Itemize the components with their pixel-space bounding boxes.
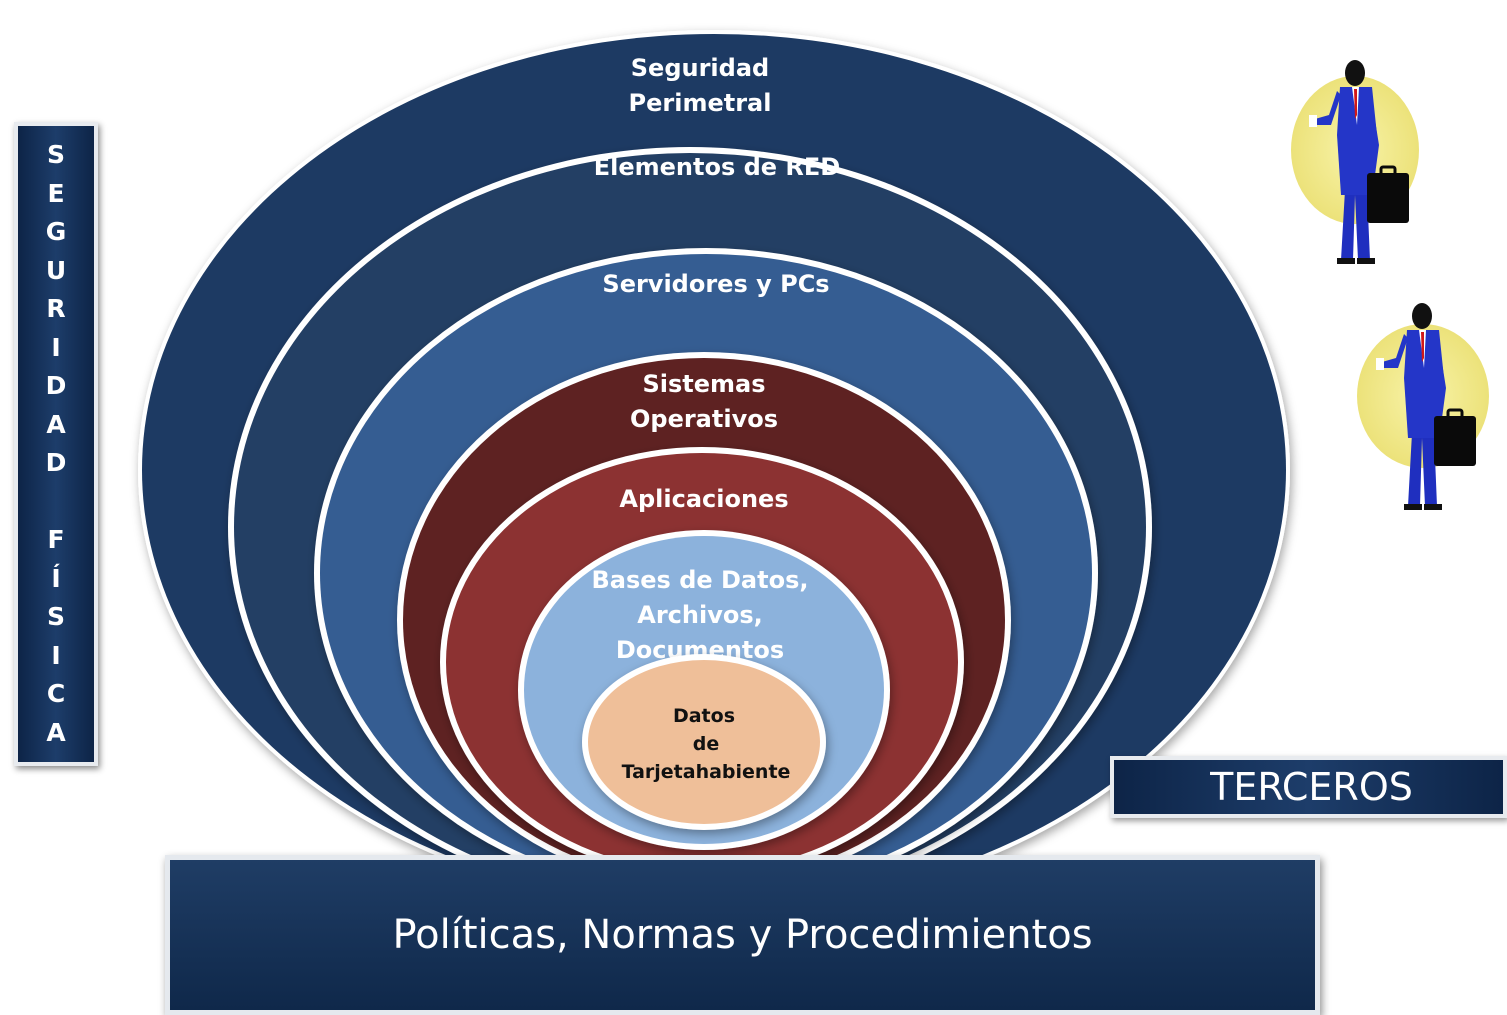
ring-6-label-line-2: Archivos, (637, 601, 762, 629)
businessman-icon (1291, 60, 1419, 264)
side-char: C (46, 679, 66, 708)
side-char: D (45, 448, 67, 477)
side-char: R (46, 294, 66, 323)
core-label-line-3: Tarjetahabiente (622, 761, 791, 783)
ring-6-label-line-1: Bases de Datos, (592, 566, 809, 594)
ring-1-label-line-2: Perimetral (629, 89, 772, 117)
side-char: U (45, 255, 67, 285)
side-char: Í (51, 563, 61, 593)
side-char: S (46, 602, 65, 631)
side-char: A (46, 409, 66, 439)
side-char: S (46, 140, 65, 169)
side-char: A (46, 717, 66, 747)
politicas-label: Políticas, Normas y Procedimientos (392, 912, 1093, 958)
terceros-box: TERCEROS (1110, 756, 1507, 818)
core-label-line-1: Datos (673, 705, 735, 727)
ring-1-label-line-1: Seguridad (631, 54, 769, 82)
side-char: G (45, 217, 67, 246)
terceros-label: TERCEROS (1210, 765, 1413, 809)
side-char: F (47, 525, 65, 554)
ring-4-label-line-1: Sistemas (642, 370, 765, 398)
ring-4-label-line-2: Operativos (630, 405, 778, 433)
core-label-line-2: de (693, 733, 720, 755)
ring-2-label: Elementos de RED (594, 153, 840, 181)
core-shape (588, 660, 820, 824)
ring-5-label: Aplicaciones (619, 485, 788, 513)
politicas-bar: Políticas, Normas y Procedimientos (165, 855, 1320, 1015)
side-char: D (45, 371, 67, 400)
side-char: E (47, 178, 65, 208)
seguridad-fisica-panel: S E G U R I D A D F Í S I C A (14, 122, 98, 766)
side-char: I (51, 332, 61, 362)
businessman-icon (1357, 303, 1489, 510)
core-datos-tarjetahabiente: Datos de Tarjetahabiente (582, 654, 826, 830)
side-char: I (51, 640, 61, 670)
ring-3-label: Servidores y PCs (602, 270, 829, 298)
